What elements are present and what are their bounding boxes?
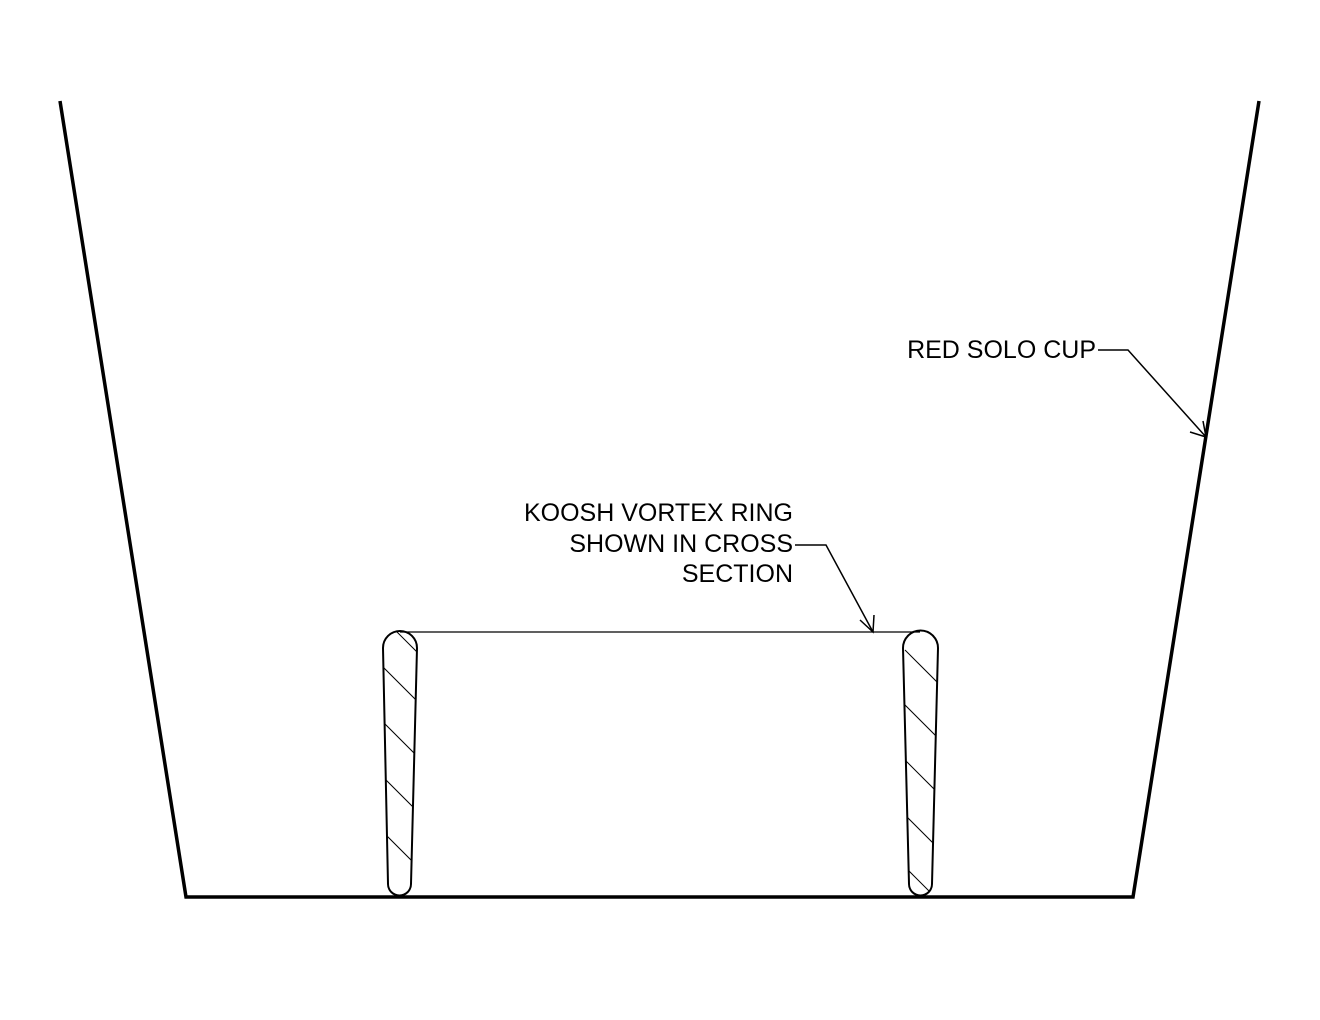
ring-left-section xyxy=(381,630,419,897)
ring-right-section xyxy=(901,629,940,897)
ring-label-line1: KOOSH VORTEX RING xyxy=(524,499,793,527)
red-solo-cup-outline xyxy=(58,100,1261,899)
cup-label: RED SOLO CUP xyxy=(907,336,1096,364)
ring-label-line3: SECTION xyxy=(682,560,793,588)
ring-leader-arrow xyxy=(795,544,875,634)
ring-label-line2: SHOWN IN CROSS xyxy=(569,530,793,558)
cup-leader-arrow xyxy=(1098,349,1207,439)
